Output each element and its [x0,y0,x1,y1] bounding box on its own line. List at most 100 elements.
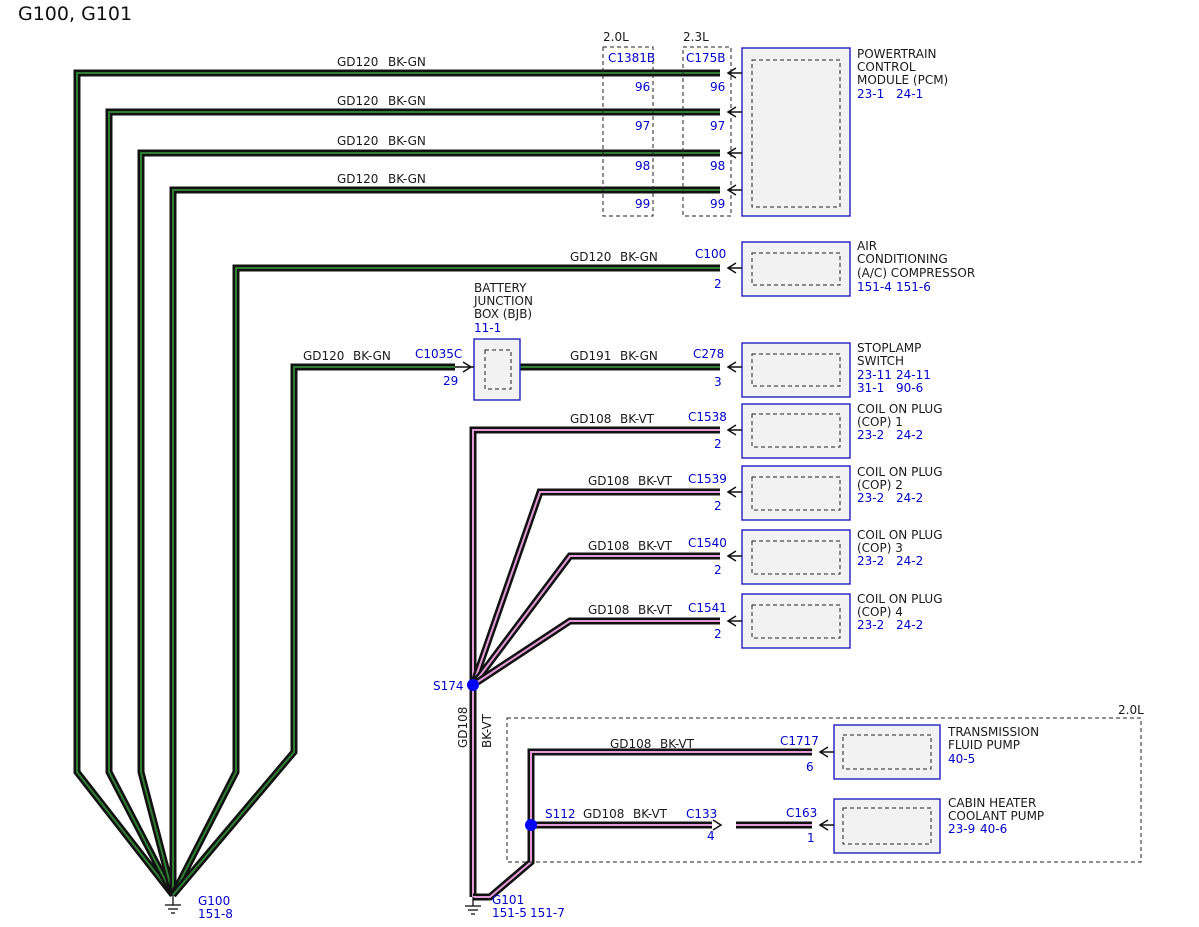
cabin-heater-coolant-pump-component[interactable] [833,798,941,854]
cop3-label-2: (COP) 3 [857,541,903,555]
stoplamp-ref-4[interactable]: 90-6 [896,381,923,395]
wire-color-3: BK-GN [388,134,426,148]
variant-label-2-3l: 2.3L [683,30,709,44]
bjb-component[interactable] [473,338,521,401]
wire-gd108-cop1 [472,429,720,685]
arrow-pcm-99 [726,184,742,196]
chcp-ref-2[interactable]: 40-6 [980,822,1007,836]
stoplamp-switch-component[interactable] [741,342,851,398]
stoplamp-ref-1[interactable]: 23-11 [857,368,892,382]
pin-c1541: 2 [714,627,722,641]
ac-label-2: CONDITIONING [857,252,948,266]
cop1-ref-2[interactable]: 24-2 [896,428,923,442]
cop1-ref-1[interactable]: 23-2 [857,428,884,442]
stoplamp-ref-3[interactable]: 31-1 [857,381,884,395]
wire-circuit-14: GD108 [456,707,470,748]
wire-gd108-cop3 [472,555,720,686]
stoplamp-label-2: SWITCH [857,354,904,368]
ac-ref-1[interactable]: 151-4 [857,280,892,294]
pcm-component[interactable] [741,47,851,217]
cop1-inner [751,413,841,448]
stoplamp-switch-inner [751,353,841,387]
wire-circuit-8: GD108 [570,412,611,426]
pcm-label-2: CONTROL [857,60,916,74]
connector-c1541[interactable]: C1541 [688,601,727,615]
ground-g100-icon[interactable] [165,895,181,914]
transmission-fluid-pump-inner [842,734,932,770]
ground-g101-ref-2[interactable]: 151-7 [530,906,565,920]
cop1-component[interactable] [741,403,851,459]
connector-c1538[interactable]: C1538 [688,410,727,424]
variant-2-0l-box [506,717,1142,863]
transmission-fluid-pump-component[interactable] [833,724,941,780]
cop3-component[interactable] [741,529,851,585]
ac-ref-2[interactable]: 151-6 [896,280,931,294]
ac-label-3: (A/C) COMPRESSOR [857,266,975,280]
cop2-ref-2[interactable]: 24-2 [896,491,923,505]
wire-color-5: BK-GN [620,250,658,264]
bjb-label-2: JUNCTION [473,294,533,308]
bjb-label-3: BOX (BJB) [474,307,532,321]
cop2-ref-1[interactable]: 23-2 [857,491,884,505]
pin-c1035c: 29 [443,374,458,388]
connector-c100[interactable]: C100 [695,247,726,261]
wire-circuit-6: GD120 [303,349,344,363]
cop4-ref-1[interactable]: 23-2 [857,618,884,632]
pcm-ref-2[interactable]: 24-1 [896,87,923,101]
connector-c175b[interactable]: C175B [686,51,726,65]
pin-c163: 1 [807,831,815,845]
pcm-ref-1[interactable]: 23-1 [857,87,884,101]
pin-c1381b-99: 99 [635,197,650,211]
cop2-label-1: COIL ON PLUG [857,465,943,479]
ground-g101-ref-1[interactable]: 151-5 [492,906,527,920]
wire-gd120-pcm-pin98 [140,152,720,896]
cop3-ref-2[interactable]: 24-2 [896,554,923,568]
ac-compressor-component[interactable] [741,241,851,297]
arrow-cop2 [726,486,742,498]
arrow-cop1 [726,424,742,436]
connector-c1539[interactable]: C1539 [688,472,727,486]
cop4-inner [751,604,841,639]
connector-c1381b[interactable]: C1381B [608,51,655,65]
bjb-ref-1[interactable]: 11-1 [474,321,501,335]
stoplamp-ref-2[interactable]: 24-11 [896,368,931,382]
connector-c1540[interactable]: C1540 [688,536,727,550]
tfp-label-2: FLUID PUMP [948,738,1020,752]
ground-g101-icon[interactable] [465,897,481,915]
wire-gd120-ac-compressor [172,267,720,896]
wire-circuit-10: GD108 [588,539,629,553]
wire-color-14: BK-VT [480,713,494,748]
stoplamp-label-1: STOPLAMP [857,341,921,355]
wire-color-10: BK-VT [638,539,673,553]
pin-c1538: 2 [714,437,722,451]
wire-color-2: BK-GN [388,94,426,108]
connector-c278[interactable]: C278 [693,347,724,361]
arrow-tfp [818,746,834,758]
wire-gd120-pcm-pin97 [108,111,720,896]
tfp-ref-1[interactable]: 40-5 [948,752,975,766]
chcp-ref-1[interactable]: 23-9 [948,822,975,836]
connector-c1035c[interactable]: C1035C [415,347,462,361]
connector-c133[interactable]: C133 [686,807,717,821]
cop4-component[interactable] [741,593,851,649]
splice-s112-dot[interactable] [525,819,537,831]
cop4-ref-2[interactable]: 24-2 [896,618,923,632]
splice-s174-dot[interactable] [467,679,479,691]
ground-g100-ref-1[interactable]: 151-8 [198,907,233,921]
pin-c1381b-97: 97 [635,119,650,133]
pin-c1717: 6 [806,760,814,774]
wire-color-12: BK-VT [660,737,695,751]
cop2-component[interactable] [741,465,851,521]
connector-c163[interactable]: C163 [786,806,817,820]
connector-c1717[interactable]: C1717 [780,734,819,748]
arrow-chcp [818,819,834,831]
cop2-inner [751,476,841,511]
wire-circuit-3: GD120 [337,134,378,148]
wire-color-9: BK-VT [638,474,673,488]
cop3-ref-1[interactable]: 23-2 [857,554,884,568]
page-title: G100, G101 [18,3,132,25]
pin-c1381b-98: 98 [635,159,650,173]
cop2-label-2: (COP) 2 [857,478,903,492]
cop1-label-2: (COP) 1 [857,415,903,429]
ac-compressor-inner [751,252,841,286]
